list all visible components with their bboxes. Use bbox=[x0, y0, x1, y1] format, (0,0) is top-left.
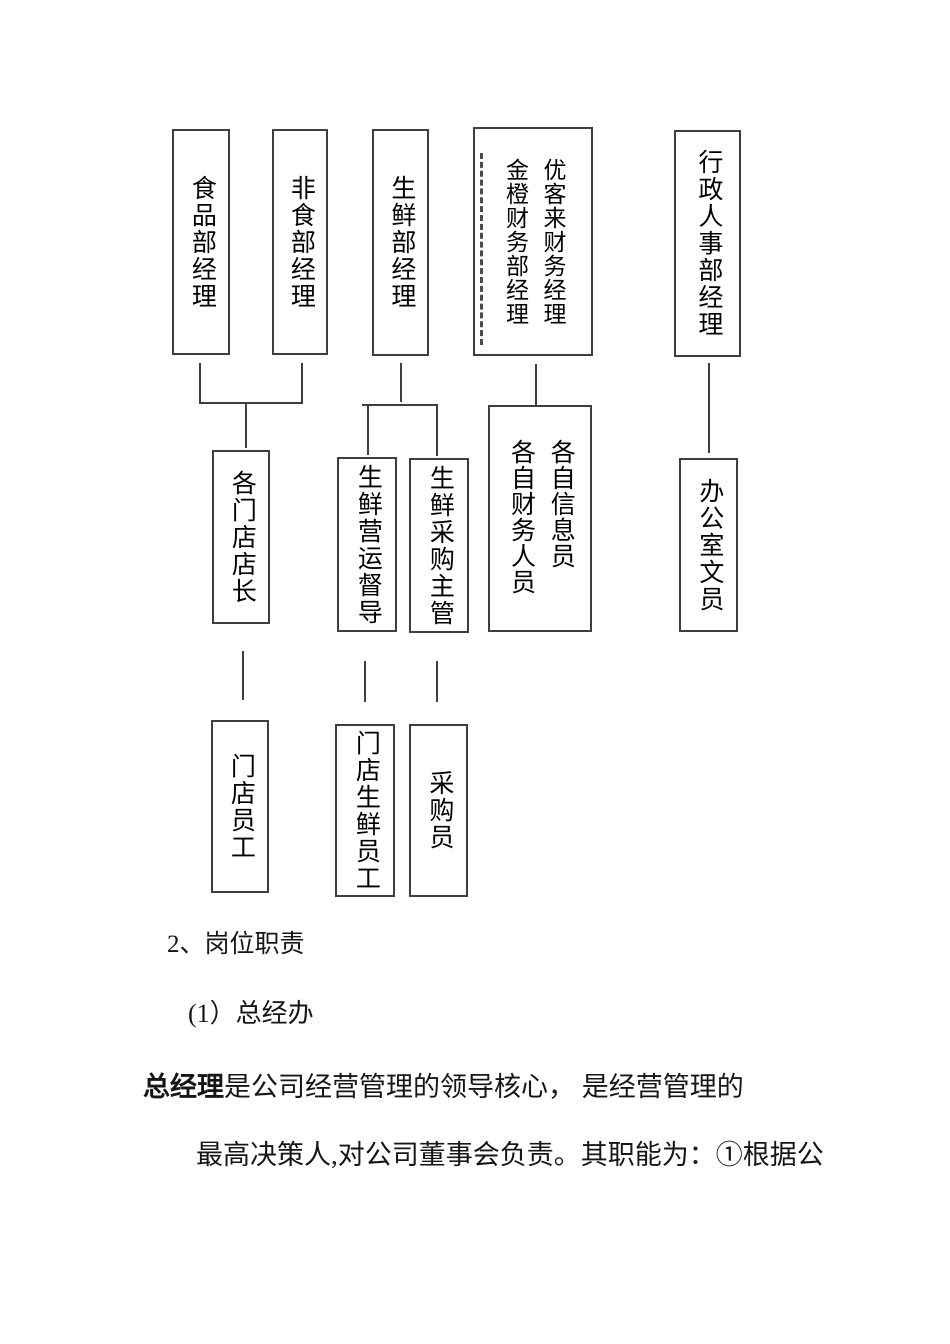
org-box-food-dept-manager: 食品部经理 bbox=[172, 129, 230, 355]
org-box-fresh-dept-manager: 生鲜部经理 bbox=[372, 129, 429, 356]
clipped-text-fragment bbox=[480, 153, 483, 345]
org-box-label: 食品部经理 bbox=[188, 174, 216, 310]
connector-line bbox=[242, 651, 244, 700]
paragraph-line-1: 总经理是公司经营管理的领导核心， 是经营管理的 bbox=[143, 1071, 744, 1103]
org-box-label: 门店员工 bbox=[227, 752, 255, 861]
org-box-label: 优客来财务经理 bbox=[539, 157, 565, 326]
org-box-finance-managers: 优客来财务经理 金橙财务部经理 bbox=[473, 127, 593, 356]
org-box-buyer: 采购员 bbox=[409, 724, 468, 897]
org-box-label: 各门店店长 bbox=[228, 469, 256, 605]
connector-line bbox=[708, 363, 710, 453]
org-box-label: 生鲜采购主管 bbox=[426, 464, 454, 627]
org-box-label: 各自财务人员 bbox=[507, 439, 535, 595]
connector-line bbox=[199, 363, 201, 403]
connector-line bbox=[400, 363, 402, 402]
section-heading: 2、岗位职责 bbox=[167, 931, 305, 958]
subsection-heading: (1）总经办 bbox=[188, 999, 314, 1028]
org-box-label: 采购员 bbox=[425, 770, 453, 851]
connector-line bbox=[245, 404, 247, 448]
org-box-nonfood-dept-manager: 非食部经理 bbox=[272, 129, 328, 355]
org-box-office-clerk: 办公室文员 bbox=[679, 458, 738, 632]
org-box-fresh-ops-supervisor: 生鲜营运督导 bbox=[337, 457, 397, 632]
paragraph-bold-lead: 总经理 bbox=[143, 1072, 224, 1102]
connector-line bbox=[436, 406, 438, 456]
paragraph-line-2: 最高决策人,对公司董事会负责。其职能为：①根据公 bbox=[196, 1140, 824, 1170]
org-box-label: 办公室文员 bbox=[695, 477, 723, 613]
connector-line bbox=[362, 404, 438, 406]
connector-line bbox=[367, 406, 369, 455]
connector-line bbox=[436, 661, 438, 702]
org-box-label: 生鲜营运督导 bbox=[354, 463, 382, 626]
org-box-label: 非食部经理 bbox=[287, 174, 315, 310]
org-box-label: 生鲜部经理 bbox=[387, 175, 415, 310]
connector-line bbox=[535, 364, 537, 405]
org-box-label: 行政人事部经理 bbox=[694, 149, 722, 338]
org-box-fresh-procurement-lead: 生鲜采购主管 bbox=[409, 458, 469, 633]
org-box-store-fresh-staff: 门店生鲜员工 bbox=[335, 724, 395, 897]
org-box-label: 各自信息员 bbox=[547, 439, 575, 569]
org-box-admin-hr-manager: 行政人事部经理 bbox=[674, 130, 741, 357]
org-box-info-finance-staff: 各自信息员 各自财务人员 bbox=[488, 405, 592, 632]
connector-line bbox=[301, 363, 303, 403]
connector-line bbox=[364, 661, 366, 702]
paragraph-text: 是公司经营管理的领导核心， 是经营管理的 bbox=[224, 1072, 744, 1102]
org-box-store-staff: 门店员工 bbox=[211, 720, 269, 893]
org-box-store-managers: 各门店店长 bbox=[212, 450, 270, 624]
org-box-label: 门店生鲜员工 bbox=[352, 729, 380, 892]
connector-line bbox=[199, 402, 303, 404]
org-box-label: 金橙财务部经理 bbox=[502, 157, 528, 326]
